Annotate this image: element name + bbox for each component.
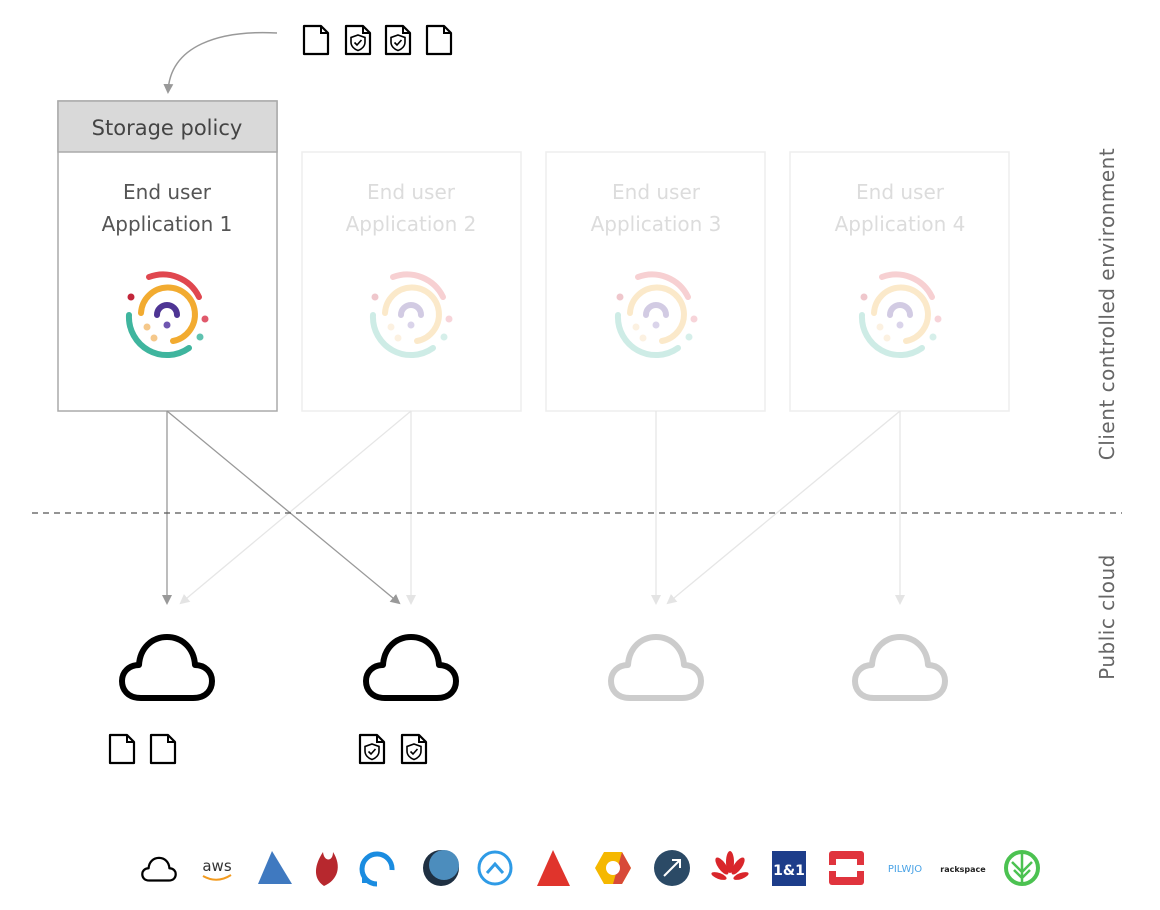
chevron-circle-logo-icon [477,850,513,886]
aws-logo-icon: aws [202,857,232,881]
cloud-icon [366,637,456,698]
flow-arrows [162,410,905,605]
oneandone-logo-icon: 1&1 [772,851,806,886]
pilwjo-logo-icon: PILWJO [888,864,922,875]
generic-cloud-icon [141,856,177,882]
storage-policy-header [57,100,278,153]
triangle-logo-icon [537,850,570,886]
document-icon [108,733,136,765]
zone-label-cloud: Public cloud [1095,554,1119,680]
rackspace-logo-icon: rackspace [940,865,986,874]
shield-document-icon [344,24,372,56]
svg-text:aws: aws [202,857,231,875]
expand-circle-logo-icon [654,850,690,886]
cloud-icon [855,637,945,698]
application-card-3: End user Application 3 [545,151,766,412]
moon-logo-icon [423,850,459,886]
document-icon [149,733,177,765]
huawei-logo-icon [711,851,749,880]
document-icon [425,24,453,56]
leaf-circle-logo-icon [1004,850,1040,886]
shield-document-icon [358,733,386,765]
azure-logo-icon [258,851,292,884]
cloud-icon [611,637,701,698]
google-cloud-logo-icon [595,852,631,884]
cloud-icon [122,637,212,698]
shield-document-icon [400,733,428,765]
shield-document-icon [384,24,412,56]
application-card-2: End user Application 2 [301,151,522,412]
zone-label-client: Client controlled environment [1095,148,1119,460]
flame-logo-icon [315,852,338,886]
app-label-line1: End user [367,180,456,204]
app-label-line1: End user [856,180,945,204]
application-card-4: End user Application 4 [789,151,1010,412]
digitalocean-logo-icon [359,851,395,887]
incoming-files [302,24,453,56]
openstack-logo-icon [829,851,864,885]
incoming-arrow [163,31,278,94]
app-label-line1: End user [123,180,212,204]
app-label-line1: End user [612,180,701,204]
storage-policy-title: Storage policy [92,116,243,140]
document-icon [302,24,330,56]
app-label-line2: Application 3 [591,212,722,236]
app-label-line2: Application 1 [102,212,233,236]
app-label-line2: Application 4 [835,212,966,236]
application-card-1: Storage policy End user Application 1 [57,100,278,412]
provider-logos: aws [141,850,1040,887]
app-label-line2: Application 2 [346,212,477,236]
svg-text:1&1: 1&1 [773,863,805,879]
